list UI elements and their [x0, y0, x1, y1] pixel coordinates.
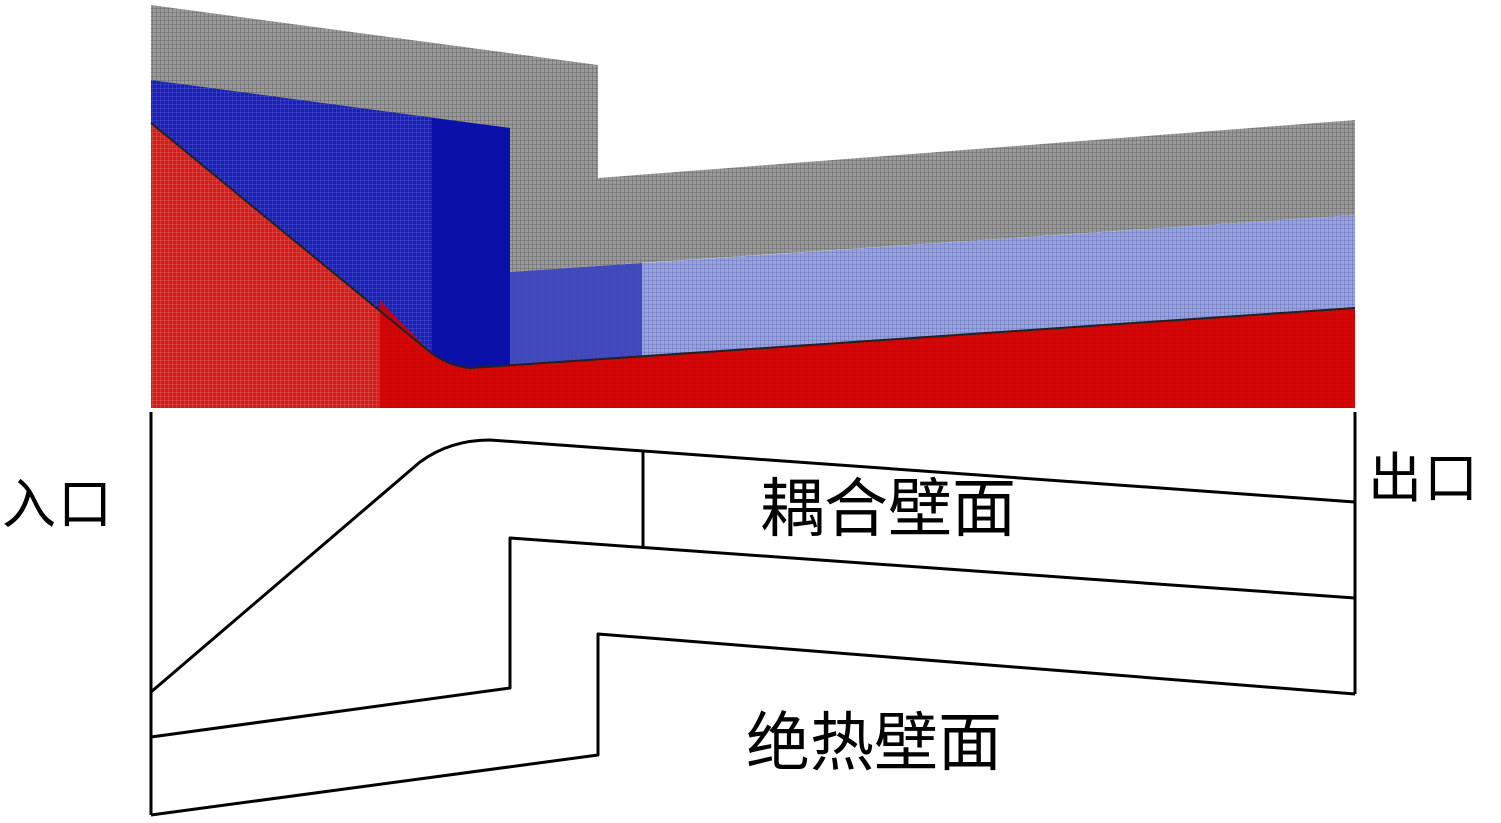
mesh-coolant-column	[432, 118, 510, 368]
coupled-wall-profile	[150, 438, 1356, 694]
mesh-solid-region	[151, 5, 1355, 272]
mesh-gas-region-solid	[380, 300, 1355, 408]
mesh-coolant-block-mid	[510, 263, 642, 366]
solid-interface	[150, 536, 1356, 739]
boundary-outline	[149, 412, 1357, 817]
inlet-label: 入口	[2, 473, 114, 536]
outlet-label: 出口	[1368, 447, 1480, 510]
adiabatic-wall-profile	[150, 632, 1356, 817]
adiabatic-wall-label: 绝热壁面	[746, 707, 1002, 781]
mesh-coolant-channel-light	[510, 215, 1355, 366]
mesh-coolant-region-dark	[151, 80, 510, 368]
mesh-view	[150, 5, 1356, 408]
mesh-interface-line	[150, 122, 1356, 370]
coupled-wall-label: 耦合壁面	[760, 473, 1016, 547]
